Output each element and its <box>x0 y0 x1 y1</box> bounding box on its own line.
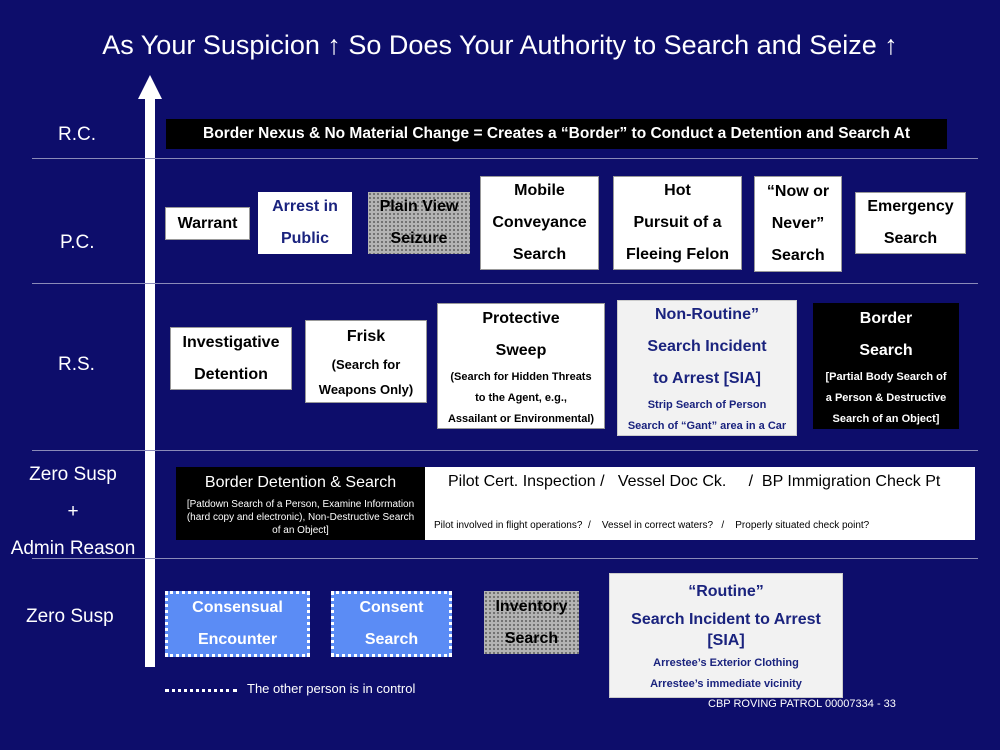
page-title: As Your Suspicion ↑ So Does Your Authori… <box>102 30 898 60</box>
rs-frisk-box: Frisk (Search for Weapons Only) <box>305 320 427 403</box>
pc-arrest-line: Arrest in <box>272 198 338 215</box>
rs-frisk-note: (Search for <box>331 356 401 372</box>
zero-consent-search-box: Consent Search <box>331 591 452 657</box>
zero-routine-sub: [SIA] <box>707 631 745 649</box>
rs-protective-note: Assailant or Environmental) <box>447 412 595 425</box>
rs-border-search-box: Border Search [Partial Body Search of a … <box>813 303 959 429</box>
row-label-pc: P.C. <box>60 232 95 253</box>
divider <box>32 158 978 159</box>
pc-emergency-line: Emergency <box>867 198 954 215</box>
rs-protective-sweep-box: Protective Sweep (Search for Hidden Thre… <box>437 303 605 429</box>
suspicion-arrow-shaft <box>145 95 155 667</box>
pc-emergency-box: Emergency Search <box>855 192 966 254</box>
pc-plain-view-line: Seizure <box>390 230 448 247</box>
rc-border-nexus-bar: Border Nexus & No Material Change = Crea… <box>166 119 947 149</box>
row-label-zero: Zero Susp <box>26 606 114 627</box>
rs-frisk-title: Frisk <box>346 327 386 345</box>
zero-consensual-line: Consensual <box>192 599 283 616</box>
divider <box>32 558 978 559</box>
admin-inspection-box: Pilot Cert. Inspection / Vessel Doc Ck. … <box>425 467 975 540</box>
zero-routine-title: “Routine” <box>688 582 764 600</box>
admin-border-det-note: [Patdown Search of a Person, Examine Inf… <box>186 499 415 536</box>
row-label-zero-admin-1: Zero Susp <box>29 464 117 485</box>
rs-border-note: Search of an Object] <box>832 412 940 425</box>
row-label-rs: R.S. <box>58 354 95 375</box>
legend-text: The other person is in control <box>247 681 416 696</box>
divider <box>32 283 978 284</box>
legend-dotted-line <box>165 689 237 692</box>
zero-routine-sia-box: “Routine” Search Incident to Arrest [SIA… <box>609 573 843 698</box>
rs-investigative-line: Investigative <box>182 333 280 351</box>
pc-mobile-line: Search <box>512 246 567 263</box>
pc-arrest-line: Public <box>280 230 329 247</box>
pc-mobile-line: Conveyance <box>492 214 587 231</box>
pc-now-line: “Now or <box>766 183 830 200</box>
zero-inventory-search-box: Inventory Search <box>484 591 579 654</box>
pc-warrant-line: Warrant <box>177 214 238 232</box>
pc-hot-line: Fleeing Felon <box>625 246 730 263</box>
rs-nonroutine-note: Search of “Gant” area in a Car <box>627 420 787 432</box>
pc-warrant-box: Warrant <box>165 207 250 240</box>
zero-inventory-line: Inventory <box>495 597 568 615</box>
zero-consent-line: Search <box>364 631 419 648</box>
rs-nonroutine-title: to Arrest [SIA] <box>653 370 761 387</box>
pc-now-line: Never” <box>771 215 825 232</box>
pc-now-or-never-box: “Now or Never” Search <box>754 176 842 272</box>
pc-plain-view-box: Plain View Seizure <box>368 192 470 254</box>
rs-frisk-note: Weapons Only) <box>318 381 414 397</box>
rs-protective-title: Sweep <box>495 341 547 359</box>
rs-non-routine-sia-box: Non-Routine” Search Incident to Arrest [… <box>617 300 797 436</box>
row-label-rc: R.C. <box>58 124 96 145</box>
rs-border-title: Border <box>859 309 913 327</box>
zero-routine-note: Arrestee’s immediate vicinity <box>650 677 802 690</box>
rs-protective-note: (Search for Hidden Threats <box>450 370 592 383</box>
pc-emergency-line: Search <box>883 230 938 247</box>
admin-border-det-title: Border Detention & Search <box>204 474 397 491</box>
rs-nonroutine-title: Non-Routine” <box>655 306 759 323</box>
rs-investigative-box: Investigative Detention <box>170 327 292 390</box>
rs-nonroutine-title: Search Incident <box>647 338 767 355</box>
row-label-zero-admin: Zero Susp + Admin Reason <box>8 456 138 567</box>
zero-routine-sub: Search Incident to Arrest <box>631 610 821 628</box>
pc-mobile-conveyance-box: Mobile Conveyance Search <box>480 176 599 270</box>
row-label-zero-admin-2: + <box>67 501 79 522</box>
rs-border-note: [Partial Body Search of <box>825 370 947 383</box>
rs-border-note: a Person & Destructive <box>825 391 947 404</box>
pc-arrest-public-box: Arrest in Public <box>258 192 352 254</box>
rs-border-title: Search <box>859 341 913 359</box>
zero-routine-note: Arrestee’s Exterior Clothing <box>653 656 799 669</box>
pc-mobile-line: Mobile <box>514 182 565 199</box>
admin-inspection-types: Pilot Cert. Inspection / Vessel Doc Ck. … <box>448 473 941 490</box>
zero-consensual-encounter-box: Consensual Encounter <box>165 591 310 657</box>
rs-investigative-line: Detention <box>194 365 268 383</box>
rs-protective-title: Protective <box>482 309 560 327</box>
row-label-zero-admin-3: Admin Reason <box>10 538 136 559</box>
rs-nonroutine-note: Strip Search of Person <box>647 399 767 411</box>
footer-text: CBP ROVING PATROL 00007334 - 33 <box>708 698 896 710</box>
pc-now-line: Search <box>771 247 825 264</box>
admin-border-detention-box: Border Detention & Search [Patdown Searc… <box>176 467 425 540</box>
admin-inspection-questions: Pilot involved in flight operations? / V… <box>434 520 870 531</box>
zero-consent-line: Consent <box>359 599 424 616</box>
zero-consensual-line: Encounter <box>197 631 278 648</box>
pc-hot-line: Hot <box>664 182 691 199</box>
pc-hot-pursuit-box: Hot Pursuit of a Fleeing Felon <box>613 176 742 270</box>
pc-hot-line: Pursuit of a <box>633 214 722 231</box>
rs-protective-note: to the Agent, e.g., <box>475 391 567 404</box>
zero-inventory-line: Search <box>504 629 559 647</box>
pc-plain-view-line: Plain View <box>379 198 459 215</box>
divider <box>32 450 978 451</box>
